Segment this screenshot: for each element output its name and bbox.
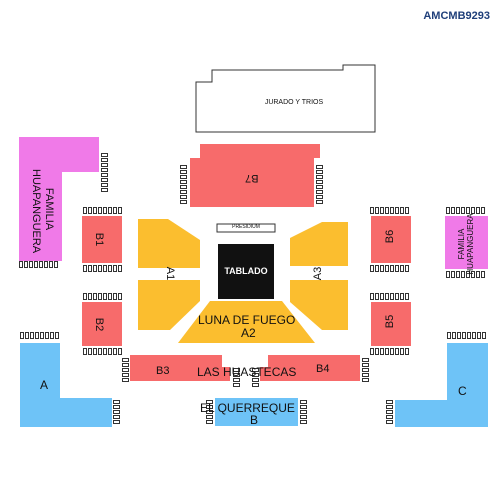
seat-row-b2-bottom [83, 348, 122, 355]
seat-row-familia-right-top [446, 207, 485, 214]
section-b1[interactable] [82, 216, 122, 263]
seat-row-b1-bottom [83, 265, 122, 272]
tablado-stage [218, 244, 274, 299]
section-a[interactable] [20, 343, 112, 427]
label-b4: B4 [316, 363, 330, 375]
label-b2: B2 [93, 317, 106, 332]
seat-row-b3-left [122, 358, 129, 382]
label-luna-de-fuego: LUNA DE FUEGO [198, 313, 296, 327]
section-b3[interactable] [130, 355, 230, 381]
label-el-querreque: EL QUERREQUE [200, 401, 295, 415]
section-a3[interactable] [290, 222, 348, 266]
seat-row-b6-top [370, 207, 409, 214]
seat-row-familia-left-bottom [19, 261, 58, 268]
seat-row-b1-top [83, 207, 122, 214]
seat-row-b7-left [180, 165, 187, 204]
section-b6[interactable] [371, 216, 411, 263]
section-b[interactable] [215, 398, 298, 426]
section-a2[interactable] [178, 301, 315, 343]
section-familia-right[interactable] [445, 216, 488, 269]
presidium-area [216, 223, 276, 233]
seat-row-c-top [447, 332, 486, 339]
label-tablado: TABLADO [224, 266, 268, 276]
label-a3: A3 [312, 266, 325, 281]
seat-row-familia-left-right [101, 153, 108, 192]
seat-row-b4-right [362, 358, 369, 382]
section-familia-left-col[interactable] [19, 137, 62, 261]
map-code: AMCMB9293 [423, 10, 490, 22]
seat-row-b3-inner [233, 368, 240, 387]
label-a: A [40, 378, 49, 392]
seat-row-b-left [206, 400, 213, 424]
seat-row-familia-right-bottom [446, 271, 485, 278]
section-b2[interactable] [82, 302, 122, 346]
label-c: C [458, 384, 467, 398]
section-a3-lower[interactable] [290, 280, 348, 330]
seat-row-b5-bottom [370, 348, 409, 355]
label-presidium: PRESIDIUM [232, 224, 260, 230]
seat-row-b6-bottom [370, 265, 409, 272]
seat-row-a-top [20, 332, 59, 339]
label-b: B [250, 413, 259, 427]
seat-row-b2-top [83, 293, 122, 300]
section-a1-lower[interactable] [138, 280, 200, 330]
section-b4[interactable] [260, 355, 360, 381]
seat-row-b4-inner [252, 368, 259, 387]
seat-row-b5-top [370, 293, 409, 300]
label-a2: A2 [241, 326, 256, 340]
label-jurado: JURADO Y TRIOS [264, 99, 324, 106]
seat-row-c-left [386, 400, 393, 424]
label-familia-right: FAMILIA HUAPANGUERA [457, 213, 475, 275]
label-las-huastecas: LAS HUASTECAS [197, 365, 297, 379]
section-b7[interactable] [190, 144, 320, 207]
label-b5: B5 [384, 314, 397, 329]
seat-row-a-right [113, 400, 120, 424]
jurado-area [195, 64, 376, 133]
label-b7: B7 [245, 172, 259, 184]
label-b6: B6 [384, 229, 397, 244]
seat-row-b-right [300, 400, 307, 424]
section-c[interactable] [395, 343, 488, 427]
label-b3: B3 [156, 365, 170, 377]
label-familia-left: FAMILIA HUAPANGUERA [30, 169, 55, 254]
label-a1: A1 [164, 266, 177, 281]
section-b5[interactable] [371, 302, 411, 346]
seat-row-b7-right [316, 165, 323, 204]
label-b1: B1 [93, 232, 106, 247]
section-a1[interactable] [138, 219, 200, 268]
